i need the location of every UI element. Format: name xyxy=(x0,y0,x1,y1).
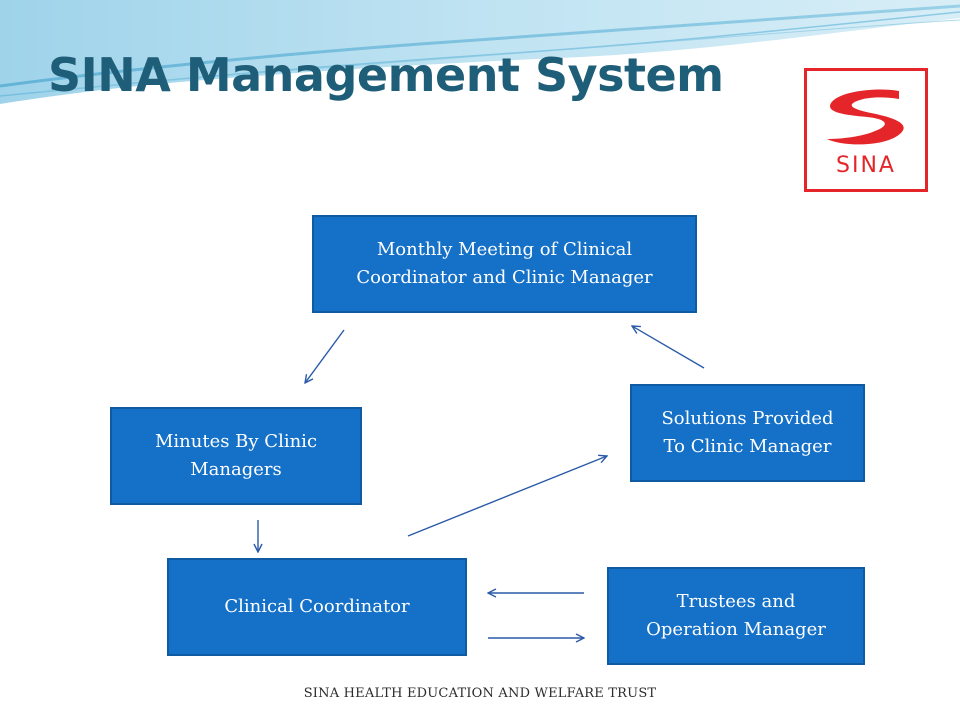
slide-title: SINA Management System xyxy=(48,48,724,102)
node-solutions: Solutions Provided To Clinic Manager xyxy=(630,384,865,482)
arrow-meeting-to-minutes xyxy=(305,329,345,383)
arrow-solutions-to-meeting xyxy=(632,326,705,369)
header-wave-decoration xyxy=(0,0,960,104)
node-minutes-label: Minutes By Clinic Managers xyxy=(154,431,318,480)
logo-text: SINA xyxy=(836,153,896,178)
node-monthly-meeting-label: Monthly Meeting of Clinical Coordinator … xyxy=(356,239,653,288)
slide-footer: SINA HEALTH EDUCATION AND WELFARE TRUST xyxy=(303,686,657,701)
arrow-coordinator-to-solutions xyxy=(407,456,607,537)
sina-swoosh-icon xyxy=(827,89,904,145)
node-minutes: Minutes By Clinic Managers xyxy=(110,407,362,505)
node-monthly-meeting: Monthly Meeting of Clinical Coordinator … xyxy=(312,215,697,313)
node-clinical-coordinator: Clinical Coordinator xyxy=(167,558,467,656)
node-trustees: Trustees and Operation Manager xyxy=(607,567,865,665)
sina-logo: SINA xyxy=(804,68,928,192)
node-solutions-label: Solutions Provided To Clinic Manager xyxy=(661,408,834,457)
node-clinical-coordinator-label: Clinical Coordinator xyxy=(224,596,410,617)
node-trustees-label: Trustees and Operation Manager xyxy=(646,591,826,640)
